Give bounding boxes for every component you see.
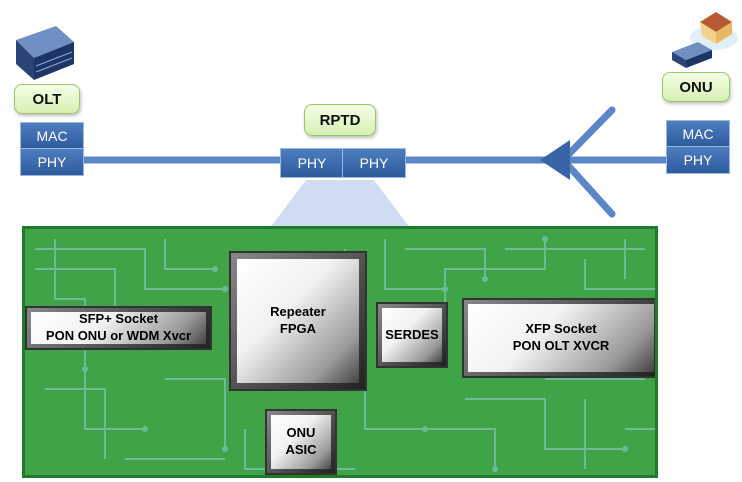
onu-mac-text: MAC xyxy=(682,126,714,142)
olt-mac-box: MAC xyxy=(20,122,84,150)
splitter-branch-lower xyxy=(561,158,616,218)
xfp-socket-label: XFP Socket PON OLT XVCR xyxy=(512,321,610,353)
rptd-phy-left-text: PHY xyxy=(297,155,327,171)
onu-phy-box: PHY xyxy=(666,146,730,174)
olt-label-text: OLT xyxy=(32,90,62,108)
onu-asic-label: ONU ASIC xyxy=(285,425,317,457)
onu-home-icon xyxy=(672,12,738,68)
repeater-fpga-chip: Repeater FPGA xyxy=(229,251,367,391)
rptd-label: RPTD xyxy=(304,104,376,136)
olt-label: OLT xyxy=(14,84,80,114)
onu-label: ONU xyxy=(662,72,730,102)
serdes-chip: SERDES xyxy=(376,302,448,368)
sfp-socket-label: SFP+ Socket PON ONU or WDM Xvcr xyxy=(45,311,192,343)
sfp-socket-chip: SFP+ Socket PON ONU or WDM Xvcr xyxy=(25,306,212,350)
serdes-label: SERDES xyxy=(385,326,439,342)
xfp-socket-chip: XFP Socket PON OLT XVCR xyxy=(462,298,655,378)
onu-mac-box: MAC xyxy=(666,120,730,148)
onu-label-text: ONU xyxy=(679,78,713,96)
rptd-phy-left-box: PHY xyxy=(280,148,344,178)
rptd-zoom-projection xyxy=(270,180,410,228)
onu-phy-text: PHY xyxy=(683,152,713,168)
rptd-phy-right-text: PHY xyxy=(359,155,389,171)
rptd-phy-right-box: PHY xyxy=(342,148,406,178)
olt-phy-text: PHY xyxy=(37,154,67,170)
splitter-branch-upper xyxy=(561,106,616,162)
splitter-icon xyxy=(540,140,570,180)
olt-mac-text: MAC xyxy=(36,128,68,144)
circuit-board: SFP+ Socket PON ONU or WDM Xvcr Repeater… xyxy=(22,226,658,478)
rptd-label-text: RPTD xyxy=(319,111,361,129)
olt-device-icon xyxy=(16,26,74,80)
repeater-fpga-label: Repeater FPGA xyxy=(270,304,326,336)
olt-phy-box: PHY xyxy=(20,148,84,176)
onu-asic-chip: ONU ASIC xyxy=(265,409,337,475)
